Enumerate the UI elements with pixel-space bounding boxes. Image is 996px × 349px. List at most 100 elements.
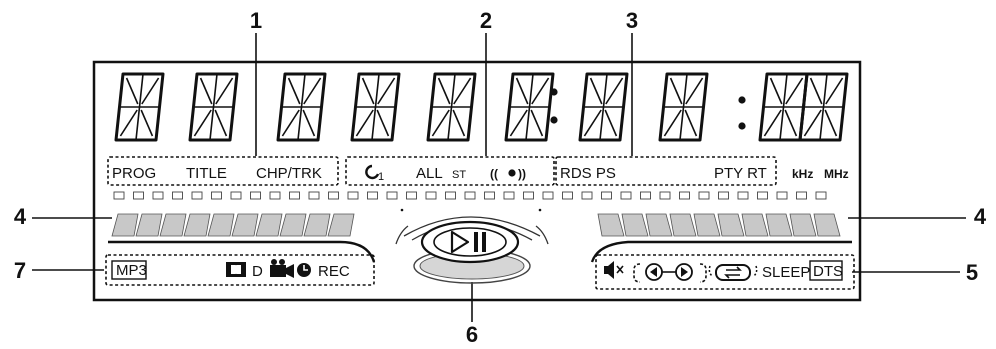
indicator-square xyxy=(445,191,456,200)
fast-forward-icon xyxy=(675,263,693,281)
label-sleep: SLEEP xyxy=(762,264,810,281)
colon-1 xyxy=(550,88,558,124)
indicator-square xyxy=(211,191,222,200)
indicator-square xyxy=(425,191,437,200)
meter-bar xyxy=(327,213,355,237)
label-dts: DTS xyxy=(813,263,843,280)
segment-digit-8 xyxy=(658,72,709,142)
svg-text:)): )) xyxy=(518,167,526,181)
meter-bar xyxy=(183,213,211,237)
indicator-square xyxy=(815,191,827,200)
meter-baseline-left xyxy=(108,240,376,263)
indicator-square xyxy=(718,191,729,200)
callout-3: 3 xyxy=(626,8,638,33)
colon-2 xyxy=(738,96,746,130)
stereo-signal-icon: (( )) xyxy=(490,167,526,181)
disc-indicator xyxy=(395,208,549,284)
meter-bar xyxy=(279,213,307,237)
segment-digit-2 xyxy=(188,72,239,142)
rewind-icon xyxy=(645,263,663,281)
meter-bar xyxy=(597,213,625,237)
group-box-7 xyxy=(105,254,375,286)
indicator-square xyxy=(250,191,261,200)
indicator-square xyxy=(308,191,320,200)
indicator-square xyxy=(523,191,534,200)
indicator-squares xyxy=(113,191,827,200)
callout-5: 5 xyxy=(966,260,978,285)
meter-bar xyxy=(159,213,187,237)
timer-clock-icon xyxy=(297,263,311,277)
indicator-square xyxy=(152,191,164,200)
indicator-square xyxy=(796,191,807,200)
indicator-square xyxy=(659,191,671,200)
segment-digit-4 xyxy=(350,72,401,142)
label-pty-rt: PTY RT xyxy=(714,165,767,182)
segment-digit-10 xyxy=(798,72,849,142)
callout-6: 6 xyxy=(466,322,478,347)
indicator-square xyxy=(269,191,281,200)
indicator-square xyxy=(172,191,183,200)
label-chp-trk: CHP/TRK xyxy=(256,165,322,182)
indicator-square xyxy=(191,191,203,200)
label-st: ST xyxy=(452,169,466,181)
meter-bar xyxy=(813,213,841,237)
indicator-square xyxy=(386,191,398,200)
callout-1: 1 xyxy=(250,8,262,33)
segment-digits xyxy=(114,72,849,142)
display-frame xyxy=(92,60,862,302)
indicator-square xyxy=(581,191,593,200)
callout-4-right: 4 xyxy=(974,204,987,229)
label-all: ALL xyxy=(416,165,443,182)
meter-bar xyxy=(669,213,697,237)
indicator-square xyxy=(757,191,768,200)
indicator-square xyxy=(640,191,651,200)
segment-digit-7 xyxy=(578,72,629,142)
indicator-square xyxy=(679,191,690,200)
meter-bar xyxy=(303,213,331,237)
indicator-square xyxy=(367,191,378,200)
meter-bar xyxy=(135,213,163,237)
segment-digit-5 xyxy=(426,72,477,142)
indicator-square xyxy=(347,191,359,200)
label-prog: PROG xyxy=(112,165,156,182)
group-box-1 xyxy=(107,156,339,186)
repeat-icon xyxy=(708,264,758,281)
label-rds-ps: RDS PS xyxy=(560,165,616,182)
indicator-square xyxy=(328,191,339,200)
indicator-square xyxy=(289,191,300,200)
meter-bar xyxy=(621,213,649,237)
segment-digit-1 xyxy=(114,72,165,142)
indicator-square xyxy=(776,191,788,200)
meter-bar xyxy=(255,213,283,237)
callout-2: 2 xyxy=(480,8,492,33)
dolby-icon xyxy=(226,262,246,277)
indicator-square xyxy=(230,191,242,200)
meter-bar xyxy=(645,213,673,237)
svg-text:((: (( xyxy=(490,167,498,181)
callout-7: 7 xyxy=(14,258,26,283)
segment-digit-3 xyxy=(276,72,327,142)
group-box-3 xyxy=(555,156,777,186)
repeat-one-label: 1 xyxy=(378,171,384,183)
group-box-2 xyxy=(345,156,555,186)
indicator-square xyxy=(133,191,144,200)
level-meter-left xyxy=(111,213,355,237)
label-d: D xyxy=(252,263,263,280)
meter-bar xyxy=(765,213,793,237)
label-rec: REC xyxy=(318,263,350,280)
meter-bar xyxy=(741,213,769,237)
seek-bracket xyxy=(633,263,707,283)
indicator-square xyxy=(542,191,554,200)
indicator-square xyxy=(737,191,749,200)
repeat-one-icon: 1 xyxy=(365,164,384,183)
meter-baseline-right xyxy=(590,240,852,263)
label-mhz: MHz xyxy=(824,167,849,181)
label-title: TITLE xyxy=(186,165,227,182)
indicator-square xyxy=(503,191,515,200)
dts-box xyxy=(809,260,843,281)
meter-bar xyxy=(693,213,721,237)
meter-bar xyxy=(231,213,259,237)
indicator-square xyxy=(698,191,710,200)
play-pause-icon xyxy=(450,230,486,254)
